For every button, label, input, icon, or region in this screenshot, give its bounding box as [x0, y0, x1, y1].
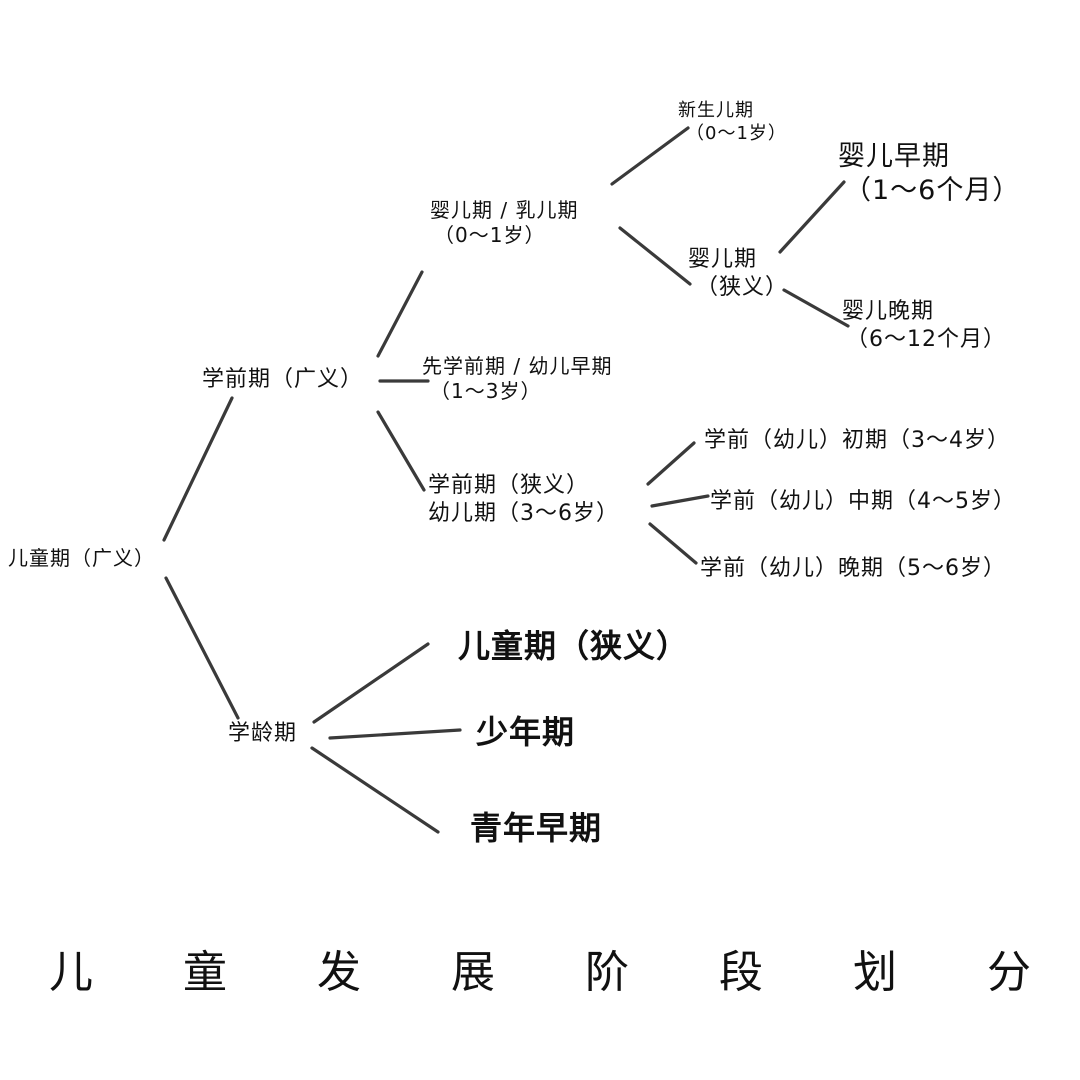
node-preschool-middle: 学前（幼儿）中期（4～5岁） [710, 489, 1016, 514]
node-preschool-narrow: 学前期（狭义） 幼儿期（3～6岁） [428, 473, 619, 526]
node-late-infancy: 婴儿晚期 （6～12个月） [842, 299, 1006, 352]
node-early-infancy: 婴儿早期 （1～6个月） [838, 141, 1021, 206]
edge-preschool-narrow [376, 410, 426, 492]
edge-schoolage-youth [310, 746, 440, 834]
edge-narrow-early [646, 441, 696, 486]
edge-schoolage-adolescence [328, 728, 462, 740]
node-adolescence: 少年期 [476, 713, 576, 751]
edge-childhood-preschool [162, 396, 234, 542]
node-school-age: 学龄期 [228, 721, 298, 746]
node-preschool-broad: 学前期（广义） [202, 367, 364, 392]
node-infant-narrow: 婴儿期 （狭义） [688, 247, 789, 300]
edge-narrow-middle [650, 494, 710, 508]
edge-preschool-infancy [376, 270, 424, 358]
node-early-preschool: 先学前期 / 幼儿早期 （1～3岁） [422, 354, 613, 403]
edge-infancy-newborn [610, 126, 690, 186]
node-childhood-broad: 儿童期（广义） [8, 546, 155, 570]
edge-infancy-infantnarrow [618, 226, 692, 286]
diagram-title: 儿 童 发 展 阶 段 划 分 [49, 947, 1069, 998]
edge-infantnarrow-late [782, 288, 850, 328]
node-newborn: 新生儿期 （0～1岁） [678, 100, 787, 144]
edge-childhood-schoolage [164, 576, 240, 720]
node-childhood-narrow: 儿童期（狭义） [458, 627, 690, 665]
node-preschool-early: 学前（幼儿）初期（3～4岁） [704, 428, 1010, 453]
edge-infantnarrow-early [778, 180, 846, 254]
edge-narrow-late [648, 522, 698, 565]
node-early-youth: 青年早期 [470, 809, 603, 847]
node-infancy: 婴儿期 / 乳儿期 （0～1岁） [430, 198, 579, 247]
node-preschool-late: 学前（幼儿）晚期（5～6岁） [700, 556, 1006, 581]
edge-schoolage-childhoodnarrow [312, 642, 430, 724]
